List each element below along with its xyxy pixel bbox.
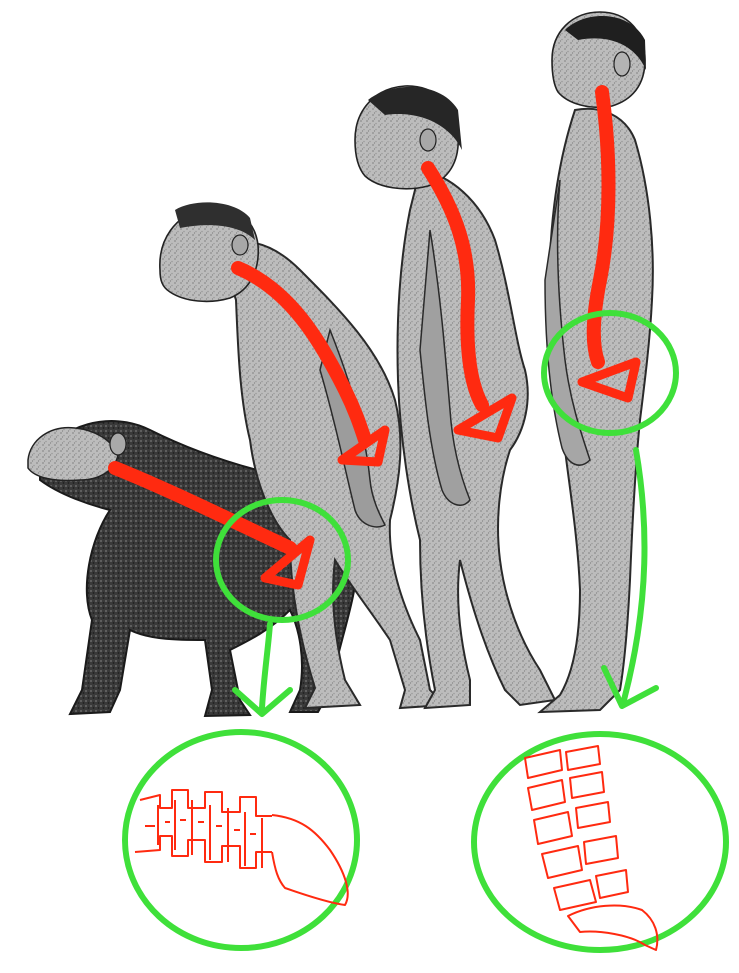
human-spine-detail [525, 746, 657, 950]
ape-spine-detail [135, 790, 348, 905]
inset-circle-human [474, 734, 726, 950]
